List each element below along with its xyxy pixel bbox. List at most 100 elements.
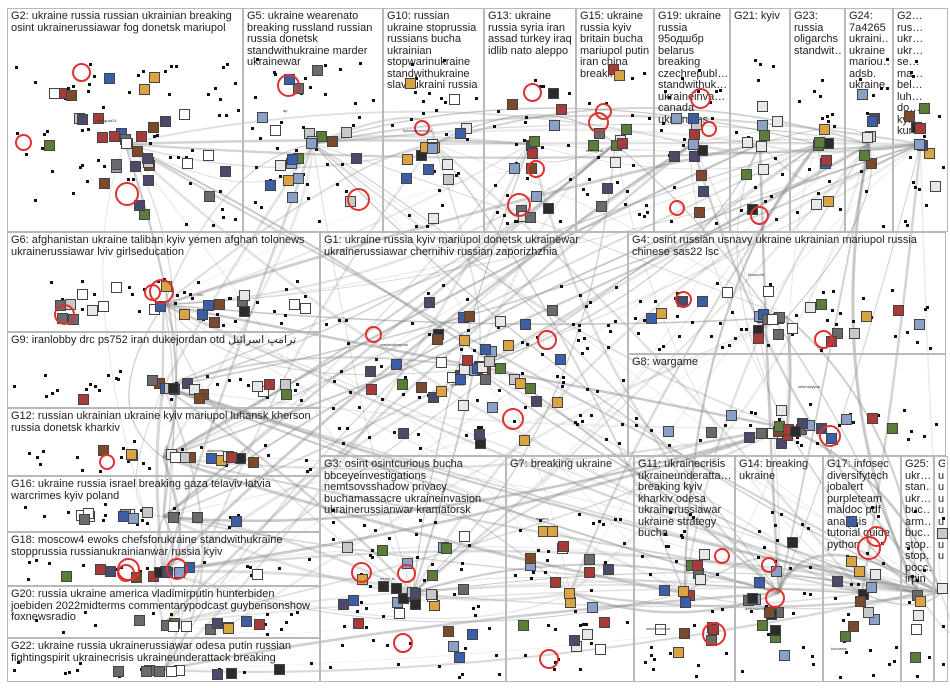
graph-node-avatar[interactable] xyxy=(178,309,190,321)
graph-node-avatar[interactable] xyxy=(205,623,217,635)
graph-node-avatar[interactable] xyxy=(77,393,89,405)
graph-node-avatar[interactable] xyxy=(937,528,948,540)
graph-node-avatar[interactable] xyxy=(202,299,214,311)
graph-node-avatar[interactable] xyxy=(410,588,422,600)
graph-node-avatar[interactable] xyxy=(557,541,569,553)
graph-node-avatar[interactable] xyxy=(93,113,105,125)
graph-node-avatar[interactable] xyxy=(118,511,130,523)
graph-node-avatar[interactable] xyxy=(239,290,251,302)
graph-node-avatar[interactable] xyxy=(477,361,488,373)
graph-node-avatar[interactable] xyxy=(178,108,190,120)
graph-node-avatar[interactable] xyxy=(525,383,537,395)
graph-node-avatar[interactable] xyxy=(755,140,767,152)
graph-node-avatar[interactable] xyxy=(49,87,61,99)
graph-node-avatar[interactable] xyxy=(111,282,123,294)
graph-node-avatar[interactable] xyxy=(442,158,454,170)
graph-node-avatar[interactable] xyxy=(457,584,469,596)
graph-node-avatar[interactable] xyxy=(341,542,353,554)
graph-node-avatar[interactable] xyxy=(610,157,622,169)
graph-node-avatar[interactable] xyxy=(194,393,206,405)
graph-node-avatar[interactable] xyxy=(659,585,671,597)
graph-node-avatar[interactable] xyxy=(563,587,575,599)
graph-node-avatar[interactable] xyxy=(424,296,436,308)
graph-node-avatar[interactable] xyxy=(587,601,599,613)
graph-node-avatar[interactable] xyxy=(252,568,264,580)
graph-node-avatar[interactable] xyxy=(202,149,214,161)
graph-node-avatar[interactable] xyxy=(457,399,469,411)
graph-node-avatar[interactable] xyxy=(568,635,580,647)
graph-node-avatar[interactable] xyxy=(458,334,470,346)
graph-node-avatar[interactable] xyxy=(442,173,454,185)
graph-node-avatar[interactable] xyxy=(524,211,536,223)
graph-node-avatar[interactable] xyxy=(548,119,560,131)
graph-node-avatar[interactable] xyxy=(678,627,690,639)
graph-node-avatar[interactable] xyxy=(846,556,858,568)
graph-node-avatar[interactable] xyxy=(253,619,265,631)
graph-node-avatar[interactable] xyxy=(222,622,234,634)
graph-node-avatar[interactable] xyxy=(519,434,531,446)
graph-node-avatar[interactable] xyxy=(509,163,521,175)
graph-node-avatar[interactable] xyxy=(840,413,852,425)
graph-node-avatar[interactable] xyxy=(238,306,250,318)
graph-node-avatar[interactable] xyxy=(179,452,191,464)
graph-node-avatar[interactable] xyxy=(219,165,231,177)
graph-node-avatar[interactable] xyxy=(166,665,178,677)
graph-node-avatar[interactable] xyxy=(479,344,491,356)
graph-node-avatar[interactable] xyxy=(892,305,904,317)
graph-node-avatar[interactable] xyxy=(530,395,542,407)
graph-node-avatar[interactable] xyxy=(280,379,292,391)
graph-node-avatar[interactable] xyxy=(159,115,171,127)
graph-node-avatar[interactable] xyxy=(169,451,181,463)
graph-node-avatar[interactable] xyxy=(805,301,817,313)
graph-node-avatar[interactable] xyxy=(602,183,614,195)
graph-node-avatar[interactable] xyxy=(251,381,263,393)
graph-node-avatar[interactable] xyxy=(832,575,844,587)
graph-node-avatar[interactable] xyxy=(426,142,438,154)
graph-node-avatar[interactable] xyxy=(341,126,353,138)
graph-node-avatar[interactable] xyxy=(930,180,942,192)
graph-node-avatar[interactable] xyxy=(818,124,830,136)
graph-node-avatar[interactable] xyxy=(556,103,568,115)
graph-node-avatar[interactable] xyxy=(282,174,294,186)
graph-node-avatar[interactable] xyxy=(443,625,455,637)
graph-node-avatar[interactable] xyxy=(98,178,110,190)
graph-node-avatar[interactable] xyxy=(706,427,718,439)
graph-node-avatar[interactable] xyxy=(775,437,787,449)
graph-node-avatar[interactable] xyxy=(923,148,935,160)
graph-node-avatar[interactable] xyxy=(815,299,827,311)
graph-node-avatar[interactable] xyxy=(743,432,755,444)
graph-node-avatar[interactable] xyxy=(550,576,562,588)
graph-node-avatar[interactable] xyxy=(857,88,869,100)
graph-node-avatar[interactable] xyxy=(327,135,339,147)
graph-node-avatar[interactable] xyxy=(862,606,874,618)
graph-node-avatar[interactable] xyxy=(583,566,595,578)
graph-node-avatar[interactable] xyxy=(79,513,91,525)
graph-node-avatar[interactable] xyxy=(366,383,378,395)
graph-node-avatar[interactable] xyxy=(402,153,414,165)
graph-node-avatar[interactable] xyxy=(502,339,514,351)
graph-node-avatar[interactable] xyxy=(141,152,153,164)
graph-node-avatar[interactable] xyxy=(347,594,359,606)
graph-node-avatar[interactable] xyxy=(756,427,768,439)
graph-node-avatar[interactable] xyxy=(494,362,506,374)
graph-node-avatar[interactable] xyxy=(66,90,78,102)
graph-node-avatar[interactable] xyxy=(212,618,224,630)
graph-node-avatar[interactable] xyxy=(495,315,507,327)
graph-node-avatar[interactable] xyxy=(787,323,799,335)
graph-node-avatar[interactable] xyxy=(141,665,153,677)
graph-node-avatar[interactable] xyxy=(287,191,299,203)
graph-node-avatar[interactable] xyxy=(393,608,405,620)
graph-node-avatar[interactable] xyxy=(740,169,752,181)
graph-node-avatar[interactable] xyxy=(668,150,680,162)
graph-node-avatar[interactable] xyxy=(847,620,859,632)
graph-node-avatar[interactable] xyxy=(365,366,377,378)
graph-node-avatar[interactable] xyxy=(180,620,192,632)
graph-node-avatar[interactable] xyxy=(167,511,179,523)
graph-node-avatar[interactable] xyxy=(148,121,160,133)
graph-node-avatar[interactable] xyxy=(766,313,778,325)
graph-node-avatar[interactable] xyxy=(376,545,388,557)
graph-node-avatar[interactable] xyxy=(103,73,115,85)
graph-node-avatar[interactable] xyxy=(595,200,607,212)
graph-node-avatar[interactable] xyxy=(270,125,282,137)
graph-node-avatar[interactable] xyxy=(655,624,667,636)
